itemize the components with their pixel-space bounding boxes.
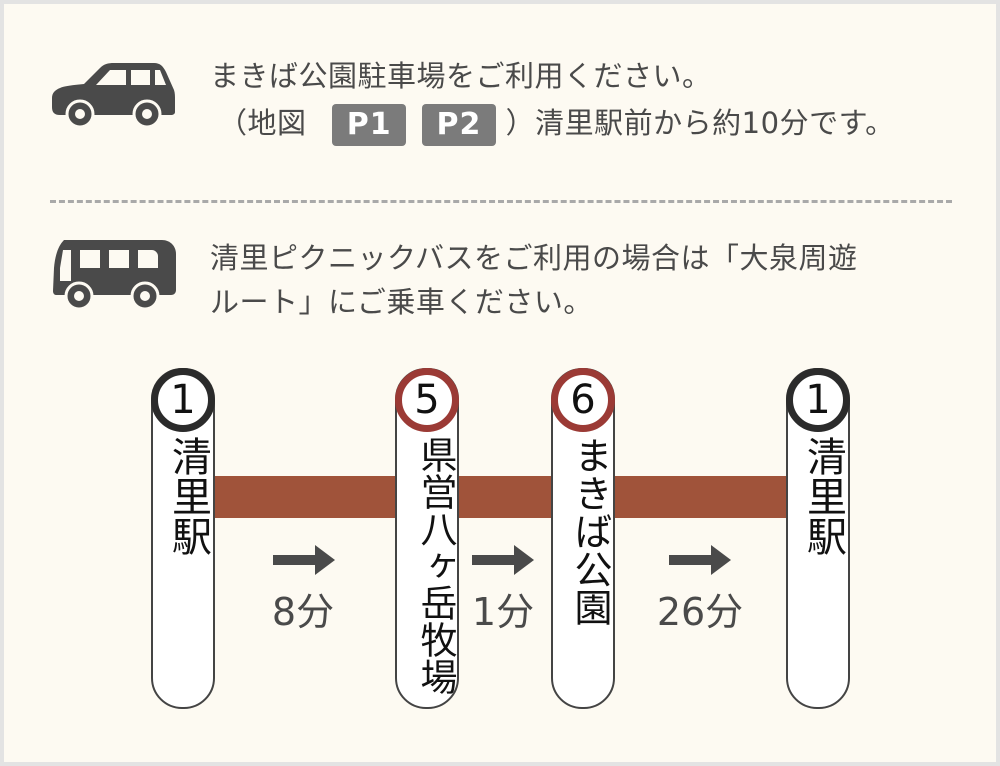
route-stop-makiba-koen: 6 まきば公園 bbox=[551, 368, 615, 709]
car-instruction-line2: （地図 P1 P2 ）清里駅前から約10分です。 bbox=[218, 102, 895, 146]
arrow-right-icon bbox=[669, 545, 731, 579]
parking-badge-p1: P1 bbox=[332, 104, 407, 146]
parking-badge-p2: P2 bbox=[421, 104, 496, 146]
stop-number-badge: 6 bbox=[551, 368, 615, 432]
car-instruction-line1: まきば公園駐車場をご利用ください。 bbox=[210, 59, 712, 93]
stop-name: 県営八ヶ岳牧場 bbox=[414, 436, 457, 695]
route-line bbox=[214, 476, 786, 518]
bus-icon bbox=[52, 238, 178, 310]
car-icon bbox=[50, 60, 176, 126]
route-stop-kiyosato-start: 1 清里駅 bbox=[151, 368, 215, 709]
stop-number-badge: 1 bbox=[786, 368, 850, 432]
bus-instruction-line1: 清里ピクニックバスをご利用の場合は「大泉周遊 bbox=[210, 241, 858, 275]
stop-name: まきば公園 bbox=[568, 436, 612, 626]
leg-duration-1: 8分 bbox=[271, 590, 335, 634]
bus-instruction-line2: ルート」にご乗車ください。 bbox=[210, 285, 593, 319]
route-stop-kiyosato-end: 1 清里駅 bbox=[786, 368, 850, 709]
route-stop-kenei-yatsugatake-bokujo: 5 県営八ヶ岳牧場 bbox=[395, 368, 459, 709]
arrow-right-icon bbox=[273, 545, 335, 579]
section-divider bbox=[50, 200, 952, 203]
stop-name: 清里駅 bbox=[800, 436, 846, 556]
stop-number-badge: 1 bbox=[151, 368, 215, 432]
stop-name: 清里駅 bbox=[165, 436, 211, 556]
stop-number-badge: 5 bbox=[395, 368, 459, 432]
arrow-right-icon bbox=[472, 545, 534, 579]
leg-duration-2: 1分 bbox=[471, 590, 535, 634]
map-ref-suffix: ）清里駅前から約10分です。 bbox=[505, 106, 895, 140]
map-ref-prefix: （地図 bbox=[218, 106, 307, 140]
leg-duration-3: 26分 bbox=[656, 590, 744, 634]
